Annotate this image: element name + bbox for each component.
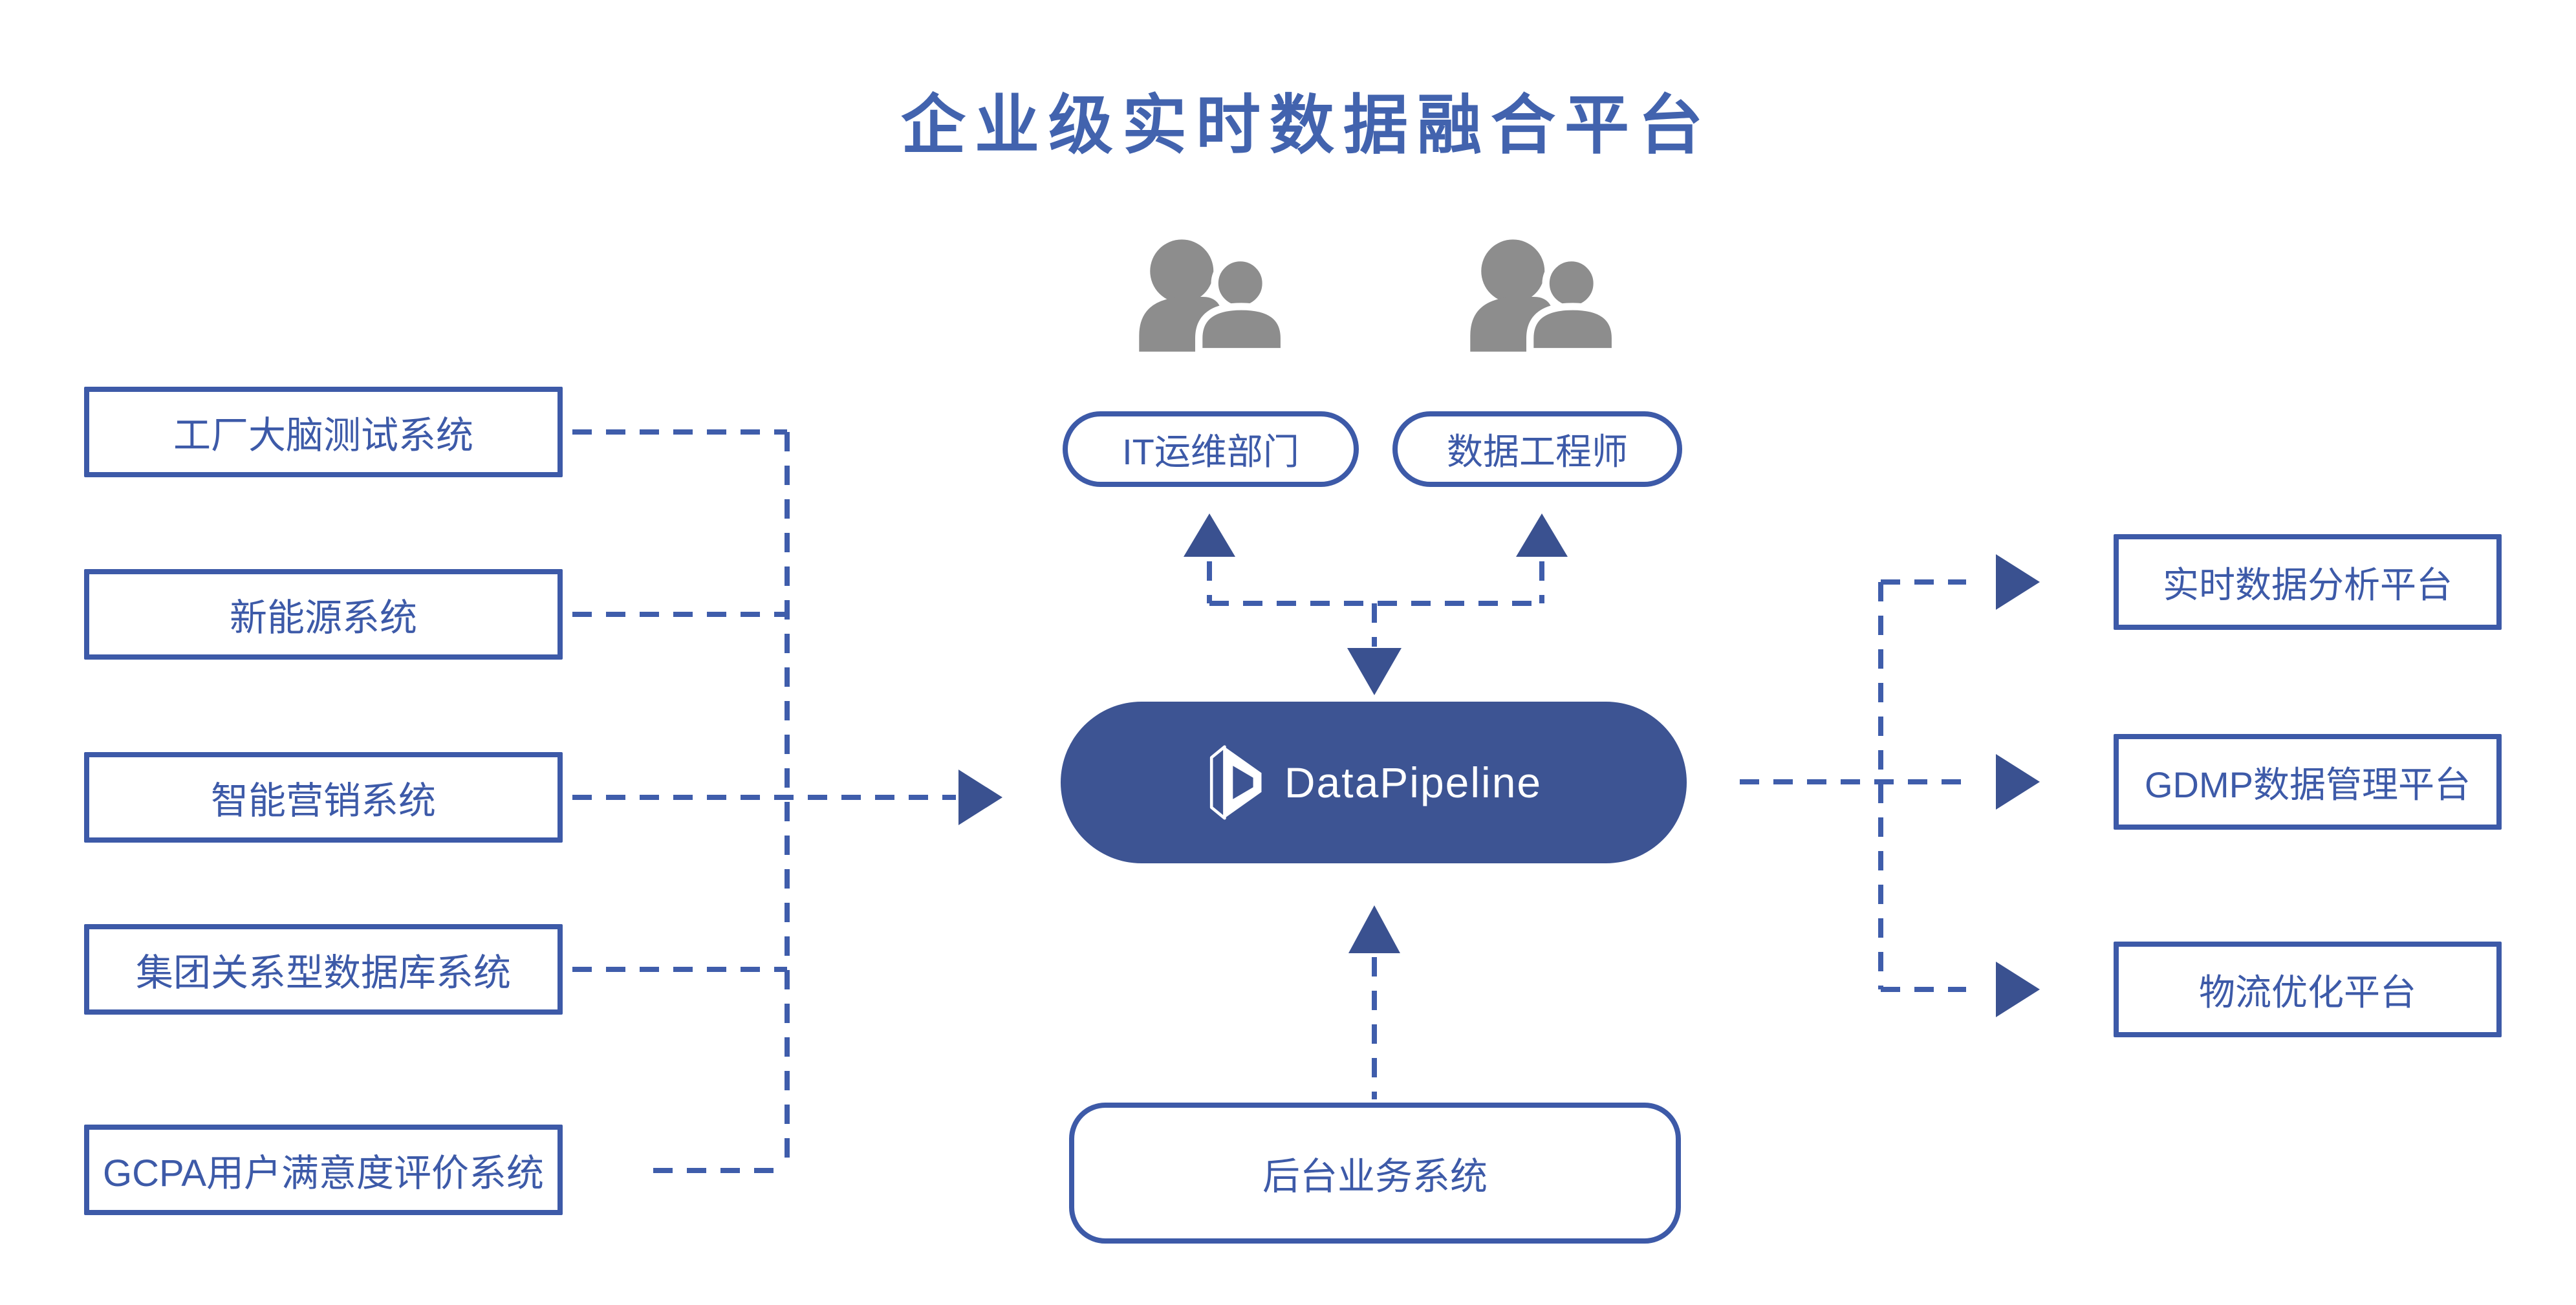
datapipeline-platform-pill: DataPipeline xyxy=(1061,702,1687,863)
backend-business-system-box: 后台业务系统 xyxy=(1069,1103,1681,1244)
target-box-gdmp-data-management: GDMP数据管理平台 xyxy=(2114,734,2502,830)
arrowhead-up-from-backend xyxy=(1348,905,1400,953)
arrowhead-target-3 xyxy=(1996,962,2040,1017)
page-title: 企业级实时数据融合平台 xyxy=(901,89,1712,162)
role-pill-label: IT运维部门 xyxy=(1122,431,1299,472)
source-box-smart-marketing: 智能营销系统 xyxy=(84,752,563,843)
role-pill-it-ops: IT运维部门 xyxy=(1063,411,1359,487)
users-icon-shapes xyxy=(1470,239,1619,354)
users-icon xyxy=(1470,239,1619,354)
source-box-new-energy: 新能源系统 xyxy=(84,569,563,660)
arrowhead-up-role-1 xyxy=(1184,513,1235,557)
source-box-gcpa-satisfaction: GCPA用户满意度评价系统 xyxy=(84,1125,563,1215)
source-box-factory-brain-test: 工厂大脑测试系统 xyxy=(84,387,563,477)
prism-side-face xyxy=(1209,745,1226,820)
target-box-logistics-optimization: 物流优化平台 xyxy=(2114,942,2502,1037)
arrowhead-down-into-platform xyxy=(1347,648,1402,695)
arrowhead-up-role-2 xyxy=(1516,513,1568,557)
role-pill-label: 数据工程师 xyxy=(1447,431,1628,472)
role-pill-data-engineer: 数据工程师 xyxy=(1392,411,1682,487)
users-icon-shapes xyxy=(1139,239,1288,354)
prism-front-face xyxy=(1224,746,1262,819)
users-icon xyxy=(1139,239,1288,354)
arrowhead-target-2 xyxy=(1996,754,2040,810)
backend-box-label: 后台业务系统 xyxy=(1262,1156,1488,1198)
source-box-group-rdbms: 集团关系型数据库系统 xyxy=(84,924,563,1015)
target-box-realtime-analytics: 实时数据分析平台 xyxy=(2114,534,2502,630)
datapipeline-prism-icon xyxy=(1209,745,1262,820)
arrowhead-target-1 xyxy=(1996,554,2040,610)
arrowhead-into-platform-left xyxy=(958,770,1002,825)
brand-wordmark: DataPipeline xyxy=(1284,759,1542,806)
